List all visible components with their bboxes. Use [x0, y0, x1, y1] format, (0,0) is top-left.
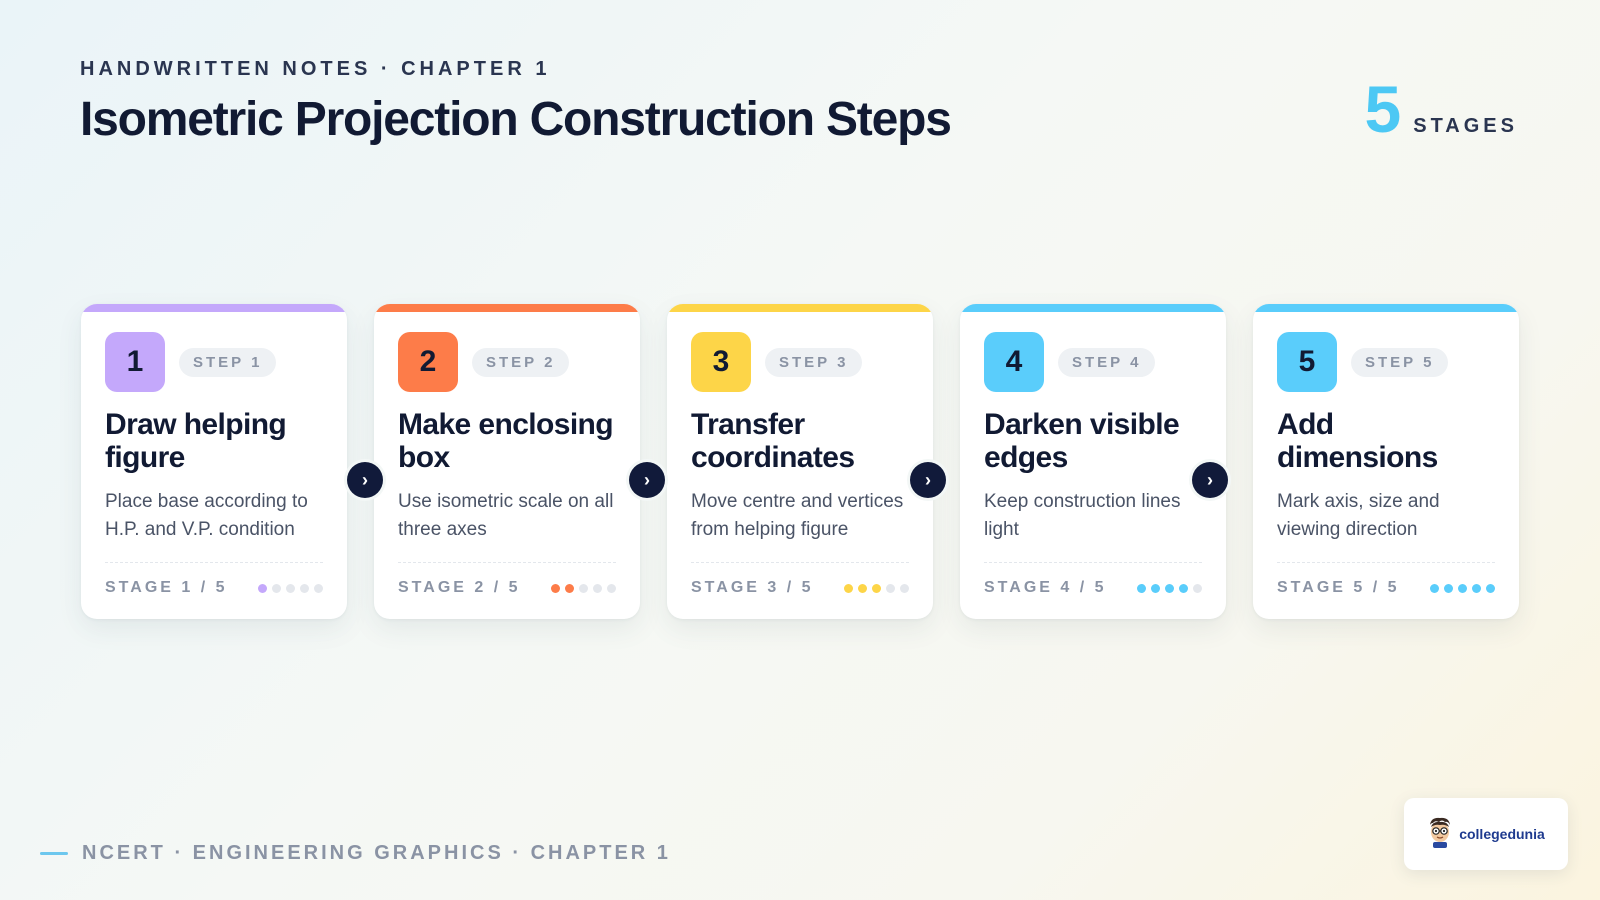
card-head: 3 STEP 3 — [691, 332, 909, 392]
step-title: Darken visible edges — [984, 408, 1180, 474]
progress-dot-filled — [258, 583, 267, 593]
page-title: Isometric Projection Construction Steps — [80, 93, 952, 146]
brand-badge: collegedunia — [1404, 798, 1568, 870]
card-footer: STAGE 5 / 5 — [1277, 562, 1495, 597]
progress-dot-filled — [872, 583, 881, 593]
step-title: Transfer coordinates — [691, 408, 855, 474]
chevron-right-icon: › — [629, 462, 665, 498]
progress-dot-empty — [1193, 583, 1202, 593]
progress-dots — [844, 583, 909, 593]
step-pill: STEP 2 — [472, 347, 570, 377]
progress-dot-empty — [272, 583, 281, 593]
card-top-bar — [1253, 304, 1519, 312]
progress-dot-empty — [900, 583, 909, 593]
step-title: Add dimensions — [1277, 408, 1438, 474]
step-title: Draw helping figure — [105, 408, 287, 474]
step-description: Place base according to H.P. and V.P. co… — [105, 491, 308, 540]
progress-dot-filled — [1458, 583, 1467, 593]
progress-dot-empty — [579, 583, 588, 593]
step-pill: STEP 5 — [1351, 347, 1449, 377]
card-footer: STAGE 2 / 5 — [398, 562, 616, 597]
step-number-tile: 3 — [691, 332, 751, 392]
step-description: Keep construction lines light — [984, 491, 1181, 540]
progress-dots — [1137, 583, 1202, 593]
mascot-icon — [1427, 815, 1453, 854]
stage-label: STAGE 5 / 5 — [1277, 579, 1400, 596]
step-card-3: 3 STEP 3 Transfer coordinates Move centr… — [667, 304, 933, 619]
progress-dot-empty — [314, 583, 323, 593]
progress-dot-filled — [1179, 583, 1188, 593]
card-footer: STAGE 1 / 5 — [105, 562, 323, 597]
card-head: 4 STEP 4 — [984, 332, 1202, 392]
step-card-5: 5 STEP 5 Add dimensions Mark axis, size … — [1253, 304, 1519, 619]
progress-dot-filled — [1486, 583, 1495, 593]
card-head: 2 STEP 2 — [398, 332, 616, 392]
footer-accent-line — [40, 852, 68, 855]
step-card-2: 2 STEP 2 Make enclosing box Use isometri… — [374, 304, 640, 619]
step-pill: STEP 1 — [179, 347, 277, 377]
stages-number: 5 — [1364, 72, 1402, 146]
card-top-bar — [81, 304, 347, 312]
footer: NCERT · ENGINEERING GRAPHICS · CHAPTER 1 — [40, 842, 671, 865]
progress-dot-filled — [844, 583, 853, 593]
chevron-right-icon: › — [1192, 462, 1228, 498]
card-head: 1 STEP 1 — [105, 332, 323, 392]
step-number-tile: 4 — [984, 332, 1044, 392]
progress-dots — [258, 583, 323, 593]
progress-dot-empty — [607, 583, 616, 593]
step-title: Make enclosing box — [398, 408, 614, 474]
progress-dot-empty — [886, 583, 895, 593]
card-head: 5 STEP 5 — [1277, 332, 1495, 392]
progress-dot-filled — [1151, 583, 1160, 593]
step-description: Use isometric scale on all three axes — [398, 491, 614, 540]
step-pill: STEP 3 — [765, 347, 863, 377]
footer-text: NCERT · ENGINEERING GRAPHICS · CHAPTER 1 — [82, 842, 671, 864]
card-top-bar — [374, 304, 640, 312]
progress-dot-filled — [1165, 583, 1174, 593]
stage-label: STAGE 2 / 5 — [398, 579, 521, 596]
step-description: Mark axis, size and viewing direction — [1277, 491, 1440, 540]
progress-dot-empty — [593, 583, 602, 593]
stages-word: STAGES — [1413, 115, 1518, 137]
progress-dot-filled — [565, 583, 574, 593]
step-card-4: 4 STEP 4 Darken visible edges Keep const… — [960, 304, 1226, 619]
chevron-right-icon: › — [347, 462, 383, 498]
progress-dot-filled — [1137, 583, 1146, 593]
stage-label: STAGE 4 / 5 — [984, 579, 1107, 596]
progress-dot-empty — [286, 583, 295, 593]
step-number-tile: 1 — [105, 332, 165, 392]
card-footer: STAGE 3 / 5 — [691, 562, 909, 597]
chevron-right-icon: › — [910, 462, 946, 498]
stage-label: STAGE 1 / 5 — [105, 579, 228, 596]
card-top-bar — [667, 304, 933, 312]
progress-dot-filled — [858, 583, 867, 593]
step-description: Move centre and vertices from helping fi… — [691, 491, 904, 540]
step-number-tile: 5 — [1277, 332, 1337, 392]
progress-dot-filled — [551, 583, 560, 593]
progress-dot-filled — [1444, 583, 1453, 593]
step-card-1: 1 STEP 1 Draw helping figure Place base … — [81, 304, 347, 619]
steps-row: 1 STEP 1 Draw helping figure Place base … — [81, 304, 1519, 650]
progress-dot-empty — [300, 583, 309, 593]
stage-label: STAGE 3 / 5 — [691, 579, 814, 596]
eyebrow: HANDWRITTEN NOTES · CHAPTER 1 — [80, 58, 551, 80]
progress-dots — [1430, 583, 1495, 593]
stages-count: 5 STAGES — [1365, 76, 1518, 142]
card-footer: STAGE 4 / 5 — [984, 562, 1202, 597]
progress-dots — [551, 583, 616, 593]
step-pill: STEP 4 — [1058, 347, 1156, 377]
step-number-tile: 2 — [398, 332, 458, 392]
card-top-bar — [960, 304, 1226, 312]
progress-dot-filled — [1472, 583, 1481, 593]
progress-dot-filled — [1430, 583, 1439, 593]
brand-name: collegedunia — [1459, 826, 1545, 842]
